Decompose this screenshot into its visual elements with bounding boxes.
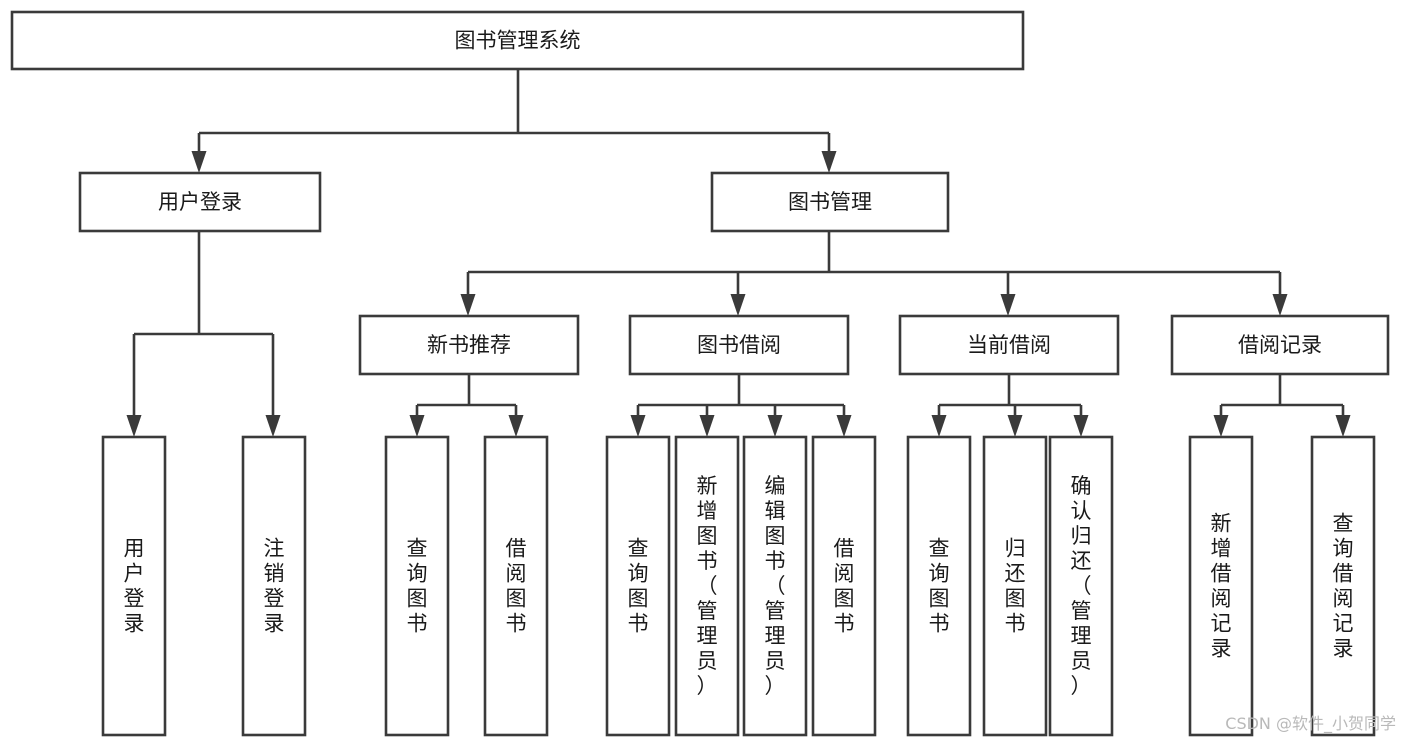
node-leaf-query-book-borrow-label: 查询图书: [628, 537, 649, 636]
node-leaf-borrow-book-rec-box[interactable]: [483, 435, 549, 737]
node-leaf-query-borrow-record[interactable]: 查询借阅记录: [1310, 435, 1376, 737]
node-leaf-query-book-borrow[interactable]: 查询图书: [605, 435, 671, 737]
node-borrow-record-box[interactable]: [1170, 314, 1390, 376]
node-leaf-return-book-box[interactable]: [982, 435, 1048, 737]
current-borrow-arrow-1-head: [1007, 415, 1023, 437]
node-leaf-add-book-admin-label: 新增图书（管理员）: [697, 474, 718, 698]
node-leaf-edit-book-admin[interactable]: 编辑图书（管理员）: [742, 435, 808, 737]
node-leaf-query-borrow-record-box[interactable]: [1310, 435, 1376, 737]
node-leaf-add-book-admin[interactable]: 新增图书（管理员）: [674, 435, 740, 737]
node-book-management-label: 图书管理: [788, 190, 872, 214]
node-leaf-edit-book-admin-label: 编辑图书（管理员）: [765, 474, 786, 698]
node-leaf-logout-login-label: 注销登录: [264, 537, 285, 636]
book-mgmt-arrow-0-head: [460, 294, 476, 316]
node-leaf-add-book-admin-box[interactable]: [674, 435, 740, 737]
node-current-borrow-box[interactable]: [898, 314, 1120, 376]
node-leaf-confirm-return-admin[interactable]: 确认归还（管理员）: [1048, 435, 1114, 737]
node-user-login[interactable]: 用户登录: [78, 171, 322, 233]
node-leaf-logout-login[interactable]: 注销登录: [241, 435, 307, 737]
node-current-borrow-label: 当前借阅: [967, 333, 1051, 357]
node-current-borrow[interactable]: 当前借阅: [898, 314, 1120, 376]
node-borrow-record-label: 借阅记录: [1238, 333, 1322, 357]
book-borrow-arrow-0-head: [630, 415, 646, 437]
node-leaf-query-borrow-record-label: 查询借阅记录: [1333, 512, 1354, 661]
node-user-login-label: 用户登录: [158, 190, 242, 214]
node-leaf-return-book[interactable]: 归还图书: [982, 435, 1048, 737]
node-leaf-borrow-book-rec[interactable]: 借阅图书: [483, 435, 549, 737]
node-leaf-user-login[interactable]: 用户登录: [101, 435, 167, 737]
node-new-book-recommend[interactable]: 新书推荐: [358, 314, 580, 376]
node-book-borrow[interactable]: 图书借阅: [628, 314, 850, 376]
node-book-borrow-box[interactable]: [628, 314, 850, 376]
user-login-arrow-1-head: [265, 415, 281, 437]
book-borrow-arrow-2-head: [767, 415, 783, 437]
node-leaf-confirm-return-admin-box[interactable]: [1048, 435, 1114, 737]
book-mgmt-arrow-2-head: [1000, 294, 1016, 316]
node-leaf-query-book-rec-box[interactable]: [384, 435, 450, 737]
node-leaf-add-borrow-record-box[interactable]: [1188, 435, 1254, 737]
node-leaf-edit-book-admin-box[interactable]: [742, 435, 808, 737]
node-leaf-query-book-current-box[interactable]: [906, 435, 972, 737]
node-book-management-box[interactable]: [710, 171, 950, 233]
new-book-recommend-arrow-1-head: [508, 415, 524, 437]
node-book-management[interactable]: 图书管理: [710, 171, 950, 233]
node-leaf-query-book-borrow-box[interactable]: [605, 435, 671, 737]
root-arrow-0-head: [191, 151, 207, 173]
node-leaf-user-login-box[interactable]: [101, 435, 167, 737]
node-leaf-query-book-current[interactable]: 查询图书: [906, 435, 972, 737]
node-leaf-query-book-current-label: 查询图书: [929, 537, 950, 636]
node-borrow-record[interactable]: 借阅记录: [1170, 314, 1390, 376]
new-book-recommend-arrow-0-head: [409, 415, 425, 437]
current-borrow-arrow-0-head: [931, 415, 947, 437]
connector-layer: [126, 69, 1351, 437]
node-leaf-user-login-label: 用户登录: [124, 537, 145, 636]
borrow-record-arrow-1-head: [1335, 415, 1351, 437]
current-borrow-arrow-2-head: [1073, 415, 1089, 437]
node-leaf-borrow-book[interactable]: 借阅图书: [811, 435, 877, 737]
node-leaf-borrow-book-box[interactable]: [811, 435, 877, 737]
node-leaf-add-borrow-record-label: 新增借阅记录: [1211, 512, 1232, 661]
node-new-book-recommend-box[interactable]: [358, 314, 580, 376]
node-leaf-return-book-label: 归还图书: [1005, 537, 1026, 636]
book-borrow-arrow-3-head: [836, 415, 852, 437]
node-new-book-recommend-label: 新书推荐: [427, 333, 511, 357]
borrow-record-arrow-0-head: [1213, 415, 1229, 437]
book-borrow-arrow-1-head: [699, 415, 715, 437]
node-leaf-borrow-book-rec-label: 借阅图书: [506, 537, 527, 636]
user-login-arrow-0-head: [126, 415, 142, 437]
root-node-book-management-system[interactable]: 图书管理系统: [10, 10, 1025, 71]
root-node-book-management-system-label: 图书管理系统: [455, 29, 581, 53]
node-book-borrow-label: 图书借阅: [697, 333, 781, 357]
node-leaf-query-book-rec-label: 查询图书: [407, 537, 428, 636]
node-leaf-logout-login-box[interactable]: [241, 435, 307, 737]
root-arrow-1-head: [821, 151, 837, 173]
node-leaf-confirm-return-admin-label: 确认归还（管理员）: [1071, 474, 1092, 698]
csdn-watermark: CSDN @软件_小贺同学: [1225, 714, 1396, 734]
node-layer: 图书管理系统用户登录图书管理新书推荐图书借阅当前借阅借阅记录用户登录注销登录查询…: [10, 10, 1390, 737]
node-leaf-borrow-book-label: 借阅图书: [834, 537, 855, 636]
node-leaf-add-borrow-record[interactable]: 新增借阅记录: [1188, 435, 1254, 737]
root-node-book-management-system-box[interactable]: [10, 10, 1025, 71]
node-user-login-box[interactable]: [78, 171, 322, 233]
book-mgmt-arrow-1-head: [730, 294, 746, 316]
book-mgmt-arrow-3-head: [1272, 294, 1288, 316]
node-leaf-query-book-rec[interactable]: 查询图书: [384, 435, 450, 737]
